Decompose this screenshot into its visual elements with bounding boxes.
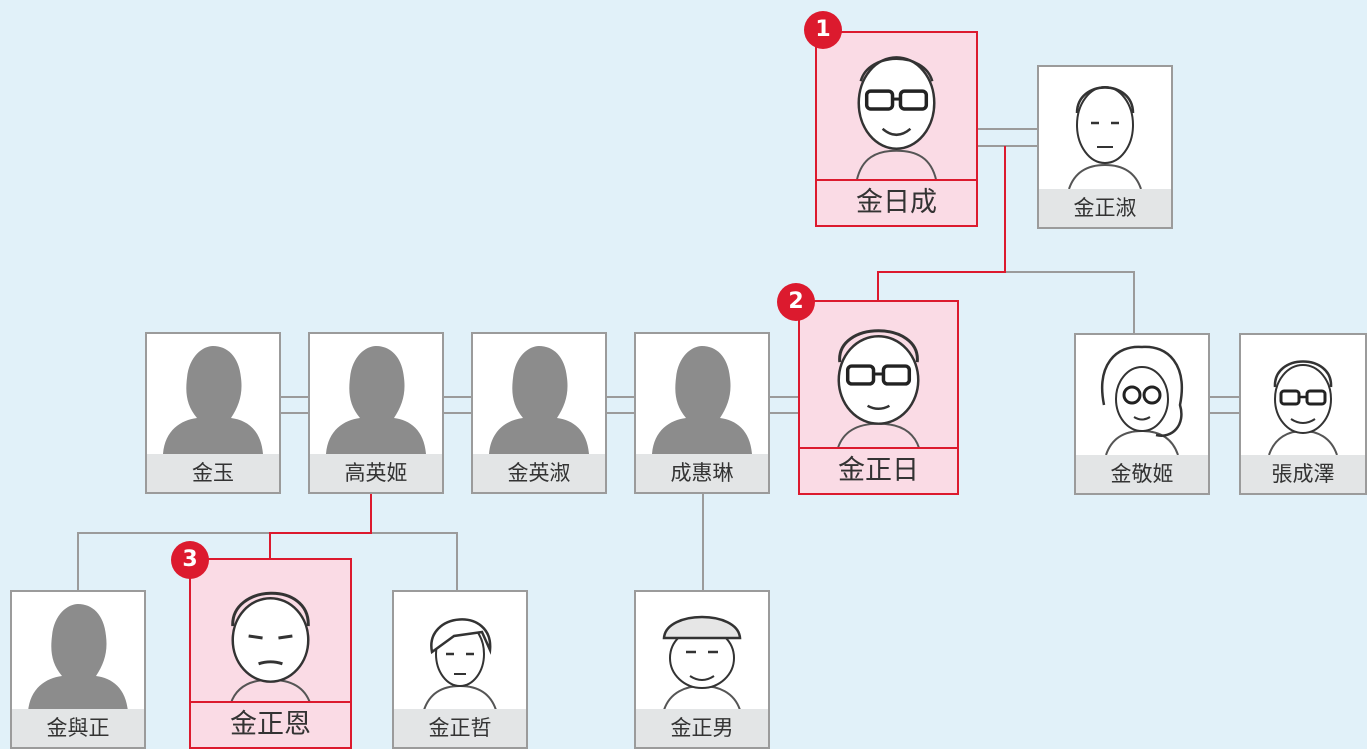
caricature-icon [800, 302, 957, 449]
rank-badge: 1 [804, 11, 842, 49]
person-name: 高英姬 [310, 454, 442, 492]
person-card-kim-jong-suk: 金正淑 [1037, 65, 1173, 229]
person-card-kim-jong-il: 金正日 [798, 300, 959, 495]
caricature-icon [191, 560, 350, 704]
caricature-icon [1039, 67, 1171, 189]
person-card-ko-yong-hui: 高英姬 [308, 332, 444, 494]
person-card-kim-ok: 金玉 [145, 332, 281, 494]
caricature-icon [1241, 335, 1365, 455]
person-card-kim-jong-nam: 金正男 [634, 590, 770, 749]
person-card-kim-yong-suk: 金英淑 [471, 332, 607, 494]
person-name: 金正恩 [191, 701, 350, 747]
silhouette-icon [636, 334, 768, 454]
person-name: 金正哲 [394, 709, 526, 747]
person-name: 金玉 [147, 454, 279, 492]
caricature-icon [817, 33, 976, 181]
person-card-kim-yo-jong: 金與正 [10, 590, 146, 749]
person-card-kim-kyong-hui: 金敬姬 [1074, 333, 1210, 495]
person-card-kim-jong-chol: 金正哲 [392, 590, 528, 749]
caricature-icon [636, 592, 768, 710]
silhouette-icon [12, 592, 144, 712]
caricature-icon [1076, 335, 1208, 455]
person-name: 金正淑 [1039, 189, 1171, 227]
person-name: 張成澤 [1241, 455, 1365, 493]
person-name: 金與正 [12, 709, 144, 747]
person-name: 成惠琳 [636, 454, 768, 492]
person-name: 金日成 [817, 179, 976, 225]
rank-badge: 3 [171, 541, 209, 579]
silhouette-icon [310, 334, 442, 454]
caricature-icon [394, 592, 526, 710]
rank-badge: 2 [777, 283, 815, 321]
person-name: 金正男 [636, 709, 768, 747]
person-card-jang-song-thaek: 張成澤 [1239, 333, 1367, 495]
person-card-kim-il-sung: 金日成 [815, 31, 978, 227]
person-name: 金敬姬 [1076, 455, 1208, 493]
person-card-song-hye-rim: 成惠琳 [634, 332, 770, 494]
silhouette-icon [147, 334, 279, 454]
person-name: 金英淑 [473, 454, 605, 492]
person-card-kim-jong-un: 金正恩 [189, 558, 352, 749]
person-name: 金正日 [800, 447, 957, 493]
silhouette-icon [473, 334, 605, 454]
